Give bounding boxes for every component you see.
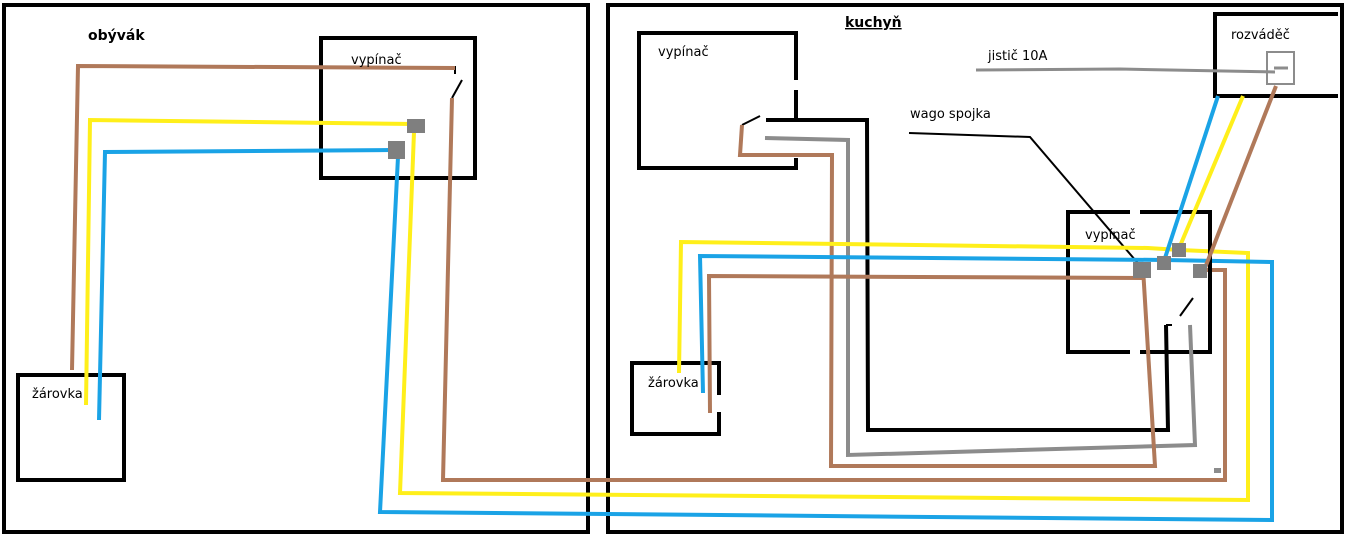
supply-blue-wire [1163,95,1220,259]
breaker-supply-line [975,67,1276,74]
kitchen-bulb-box [630,361,721,436]
kitchen-switch-left-box [637,31,798,170]
kitchen-wago-connector-4 [1193,264,1207,278]
living-bulb-label: žárovka [32,387,83,402]
living-wago-connector-1 [407,119,425,133]
living-room-outline [2,3,590,534]
kitchen-gray-wire [764,136,1198,458]
kitchen-switch-right-label: vypínač [1085,228,1136,243]
supply-yellow-wire [1178,95,1245,247]
living-switch-lever [451,79,463,99]
living-brown-return-wire [440,97,1227,482]
living-bulb-box [16,373,126,482]
kitchen-blue-bulb-wire [697,253,1166,394]
distribution-board-box [1213,12,1338,98]
kitchen-switch-right-lever [1179,297,1194,317]
living-brown-wire [70,63,456,371]
breaker-label: jistič 10A [987,49,1048,64]
kitchen-outline [606,3,1344,534]
kitchen-brown-bulb-wire [706,273,1144,414]
kitchen-black-wire [766,118,1171,432]
living-room-title: obývák [88,28,145,44]
kitchen-wago-connector-3 [1172,243,1186,257]
kitchen-switch-left-lever [741,115,761,126]
wago-connector-label: wago spojka [910,107,991,122]
kitchen-title: kuchyň [845,15,902,31]
living-yellow-return-wire [397,131,1250,503]
kitchen-switch-right-box [1066,210,1130,354]
living-blue-wire [97,148,393,421]
kitchen-small-mark [1214,468,1221,473]
kitchen-switch-right-box-2 [1140,210,1212,354]
kitchen-wago-connector-1 [1133,262,1151,278]
distribution-board-label: rozváděč [1231,28,1290,43]
wago-pointer-line [908,132,1143,269]
kitchen-bulb-label: žárovka [648,376,699,391]
living-switch-label: vypínač [351,53,402,68]
living-yellow-wire [84,117,416,406]
supply-brown-wire [1203,85,1278,269]
living-blue-return-wire [377,156,1274,523]
kitchen-switch-left-label: vypínač [658,45,709,60]
living-wago-connector-2 [388,141,405,159]
kitchen-brown-switch-wire [737,124,1158,468]
kitchen-yellow-bulb-wire [677,239,1181,374]
kitchen-wago-connector-2 [1157,256,1171,270]
